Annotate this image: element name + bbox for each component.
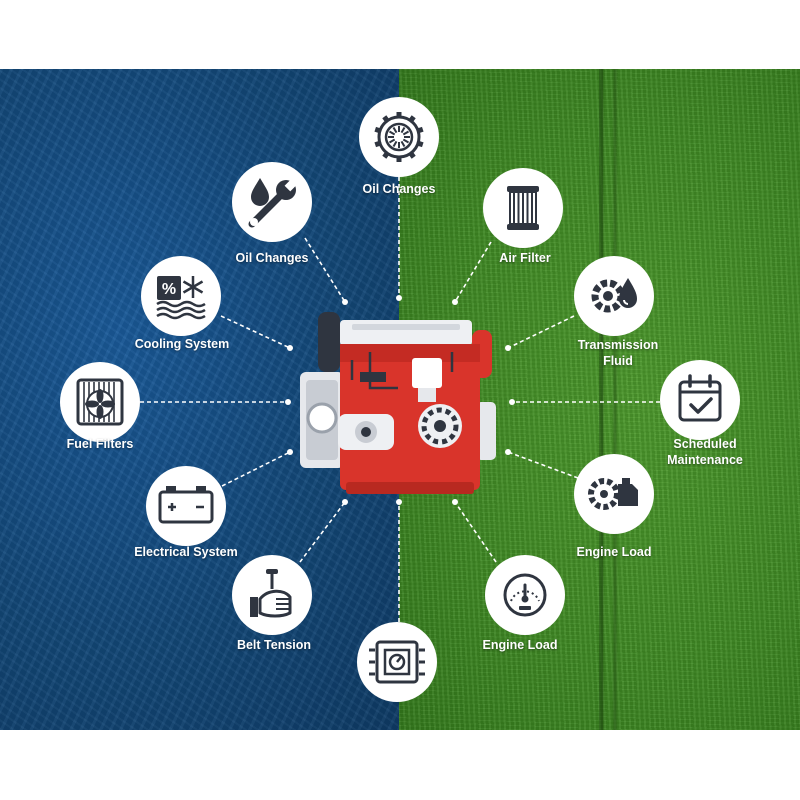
- gear-sun-icon: [374, 112, 424, 162]
- control-panel-icon: [369, 640, 425, 684]
- connector-line: [221, 451, 291, 487]
- oil-drop-wrench-icon: [248, 177, 299, 228]
- node-label: Air Filter: [499, 251, 551, 265]
- gear-drop-icon: [591, 278, 637, 313]
- node-label: Oil Changes: [235, 251, 309, 265]
- air-filter-icon: [507, 186, 539, 230]
- connector-line: [454, 241, 492, 303]
- connector-dot: [342, 499, 348, 505]
- grass-track: [599, 69, 605, 730]
- node-circle: [146, 466, 226, 546]
- node-circle: [359, 97, 439, 177]
- node-layer: %: [60, 97, 740, 702]
- connector-dot: [342, 299, 348, 305]
- radiator-fan-icon: [76, 378, 124, 426]
- node-label: Engine Load: [576, 545, 652, 559]
- connector-line: [507, 315, 575, 349]
- node-label: Scheduled Maintenance: [667, 437, 743, 467]
- node-gear-sun-icon: [359, 97, 439, 177]
- connector-line: [507, 451, 579, 479]
- connector-dot: [505, 345, 511, 351]
- calendar-check-icon: [678, 374, 722, 422]
- node-label: Engine Load: [482, 638, 558, 652]
- node-hand-gauge-icon: [232, 555, 312, 635]
- node-label: Electrical System: [134, 545, 238, 559]
- node-radiator-fan-icon: [60, 362, 140, 442]
- coolant-snowflake-icon: %: [156, 276, 206, 320]
- node-gauge-icon: [485, 555, 565, 635]
- gauge-icon: [503, 573, 547, 617]
- svg-text:%: %: [162, 281, 176, 298]
- node-air-filter-icon: [483, 168, 563, 248]
- grass-track: [612, 69, 618, 730]
- engine-illustration: [300, 312, 496, 494]
- battery-icon: [158, 486, 214, 524]
- connector-dot: [396, 499, 402, 505]
- connector-dot: [396, 295, 402, 301]
- node-label: Cooling System: [134, 337, 230, 351]
- node-circle: [232, 555, 312, 635]
- node-battery-icon: [146, 466, 226, 546]
- node-gear-drop-icon: [574, 256, 654, 336]
- connector-line: [304, 237, 346, 303]
- connector-line: [299, 501, 346, 563]
- diagram-svg: %: [60, 97, 740, 702]
- node-label: Transmission Fluid: [577, 338, 659, 368]
- node-circle: [574, 256, 654, 336]
- node-label: Belt Tension: [236, 638, 312, 652]
- hand-gauge-icon: [250, 569, 292, 618]
- connector-line: [220, 315, 291, 349]
- connector-line: [454, 501, 497, 563]
- connector-dot: [505, 449, 511, 455]
- connector-dot: [287, 345, 293, 351]
- node-control-panel-icon: [357, 622, 437, 702]
- node-label: Oil Changes: [362, 182, 436, 196]
- connector-lines: [140, 177, 660, 622]
- connector-dot: [452, 499, 458, 505]
- node-coolant-snowflake-icon: %: [141, 256, 221, 336]
- connector-dot: [452, 299, 458, 305]
- node-circle: [660, 360, 740, 440]
- node-label: Fuel Filters: [66, 437, 134, 451]
- connector-dot: [509, 399, 515, 405]
- connector-dot: [287, 449, 293, 455]
- node-oil-drop-wrench-icon: [232, 162, 312, 242]
- engine-gear-icon: [588, 478, 638, 510]
- node-engine-gear-icon: [574, 454, 654, 534]
- connector-dot: [285, 399, 291, 405]
- node-calendar-check-icon: [660, 360, 740, 440]
